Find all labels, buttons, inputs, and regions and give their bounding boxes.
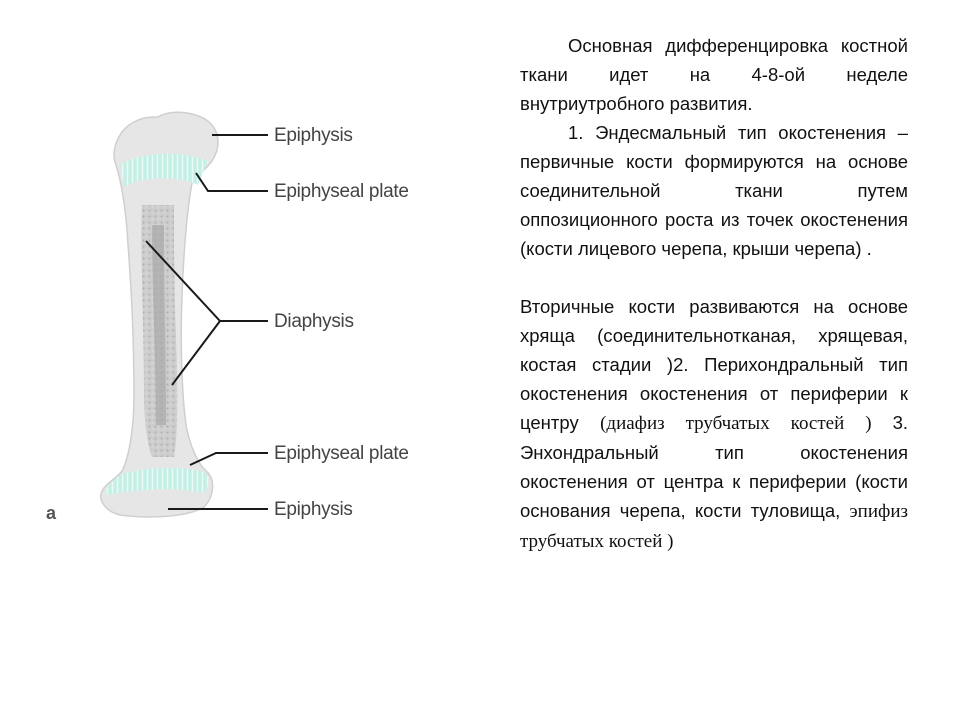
label-epiphysis-bottom: Epiphysis — [274, 499, 353, 520]
text-enchondral: 3. Энхондральный тип окостенения окостен… — [520, 412, 908, 521]
panel-letter: a — [46, 503, 57, 523]
paragraph-differentiation: Основная дифференцировка костной ткани и… — [520, 35, 908, 114]
leader-epiphyseal-plate-bottom — [189, 452, 268, 466]
label-diaphysis: Diaphysis — [274, 311, 354, 332]
label-epiphyseal-plate-top: Epiphyseal plate — [274, 181, 409, 202]
text-diaphysis-note: (диафиз трубчатых костей ) — [600, 413, 893, 434]
epiphyseal-plate-top-shape — [120, 153, 208, 187]
marrow-streak — [152, 225, 166, 425]
text-perichondral: Вторичные кости развиваются на основе хр… — [520, 296, 908, 433]
paragraph-endesmal: 1. Эндесмальный тип окостенения – первич… — [520, 122, 908, 259]
text-epiphysis-note: эпифиз трубчатых костей ) — [520, 501, 908, 552]
label-epiphysis-top: Epiphysis — [274, 125, 353, 146]
bone-diagram: Epiphysis Epiphyseal plate Diaphysis Epi… — [40, 95, 480, 535]
leader-diaphysis-2 — [171, 320, 221, 386]
leader-epiphyseal-plate-top — [195, 172, 268, 192]
label-epiphyseal-plate-bottom: Epiphyseal plate — [274, 443, 409, 464]
bone-diagram-svg: Epiphysis Epiphyseal plate Diaphysis Epi… — [46, 111, 409, 523]
epiphyseal-plate-bottom-shape — [106, 467, 209, 495]
description-text: Основная дифференцировка костной ткани и… — [520, 31, 908, 556]
paragraph-secondary-bones: Вторичные кости развиваются на основе хр… — [520, 292, 908, 556]
